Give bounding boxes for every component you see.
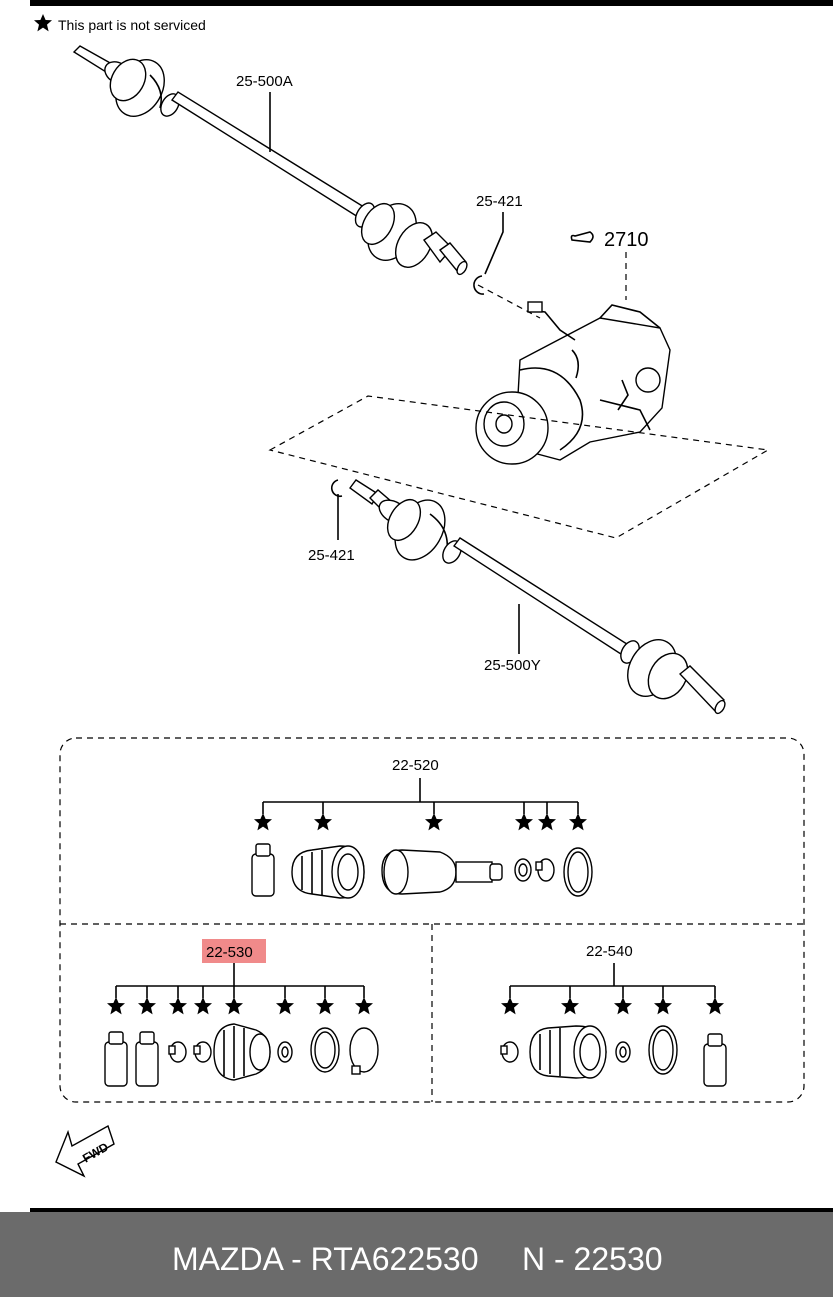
large-clamp	[349, 1027, 379, 1075]
star-icon	[355, 997, 373, 1015]
star-icon	[706, 997, 724, 1015]
footer-part-number: MAZDA - RTA622530	[172, 1241, 479, 1277]
top-border	[30, 0, 833, 6]
star-icon	[561, 997, 579, 1015]
large-clamp	[563, 847, 593, 897]
footer-top-border	[30, 1208, 833, 1212]
snap-ring	[514, 858, 532, 882]
label-clip-upper: 25-421	[476, 193, 523, 210]
label-motor-unit: 2710	[604, 229, 649, 251]
grease-tube	[251, 843, 275, 897]
drive-shaft-upper	[72, 45, 468, 276]
large-clamp	[648, 1025, 678, 1075]
star-icon	[107, 997, 125, 1015]
star-icon	[254, 813, 272, 831]
kit-22-530: 22-530	[104, 939, 379, 1087]
kit-22-540: 22-540	[500, 943, 727, 1087]
label-shaft-upper: 25-500A	[236, 73, 293, 90]
small-clamp	[500, 1041, 519, 1063]
label-kit-outer: 22-520	[392, 757, 439, 774]
small-clamp	[193, 1041, 212, 1063]
small-clamp	[535, 858, 555, 882]
star-icon	[515, 813, 533, 831]
star-icon	[225, 997, 243, 1015]
boot	[529, 1025, 607, 1079]
hand-pointer-icon	[570, 231, 594, 243]
footer-ref-number: N - 22530	[522, 1241, 663, 1277]
star-icon	[194, 997, 212, 1015]
label-clip-lower: 25-421	[308, 547, 355, 564]
star-icon	[501, 997, 519, 1015]
kits-frame	[59, 737, 805, 1103]
label-shaft-lower: 25-500Y	[484, 657, 541, 674]
footer-bar	[0, 1212, 833, 1297]
large-clamp	[310, 1027, 340, 1073]
star-icon	[654, 997, 672, 1015]
star-icon	[34, 14, 52, 32]
label-kit-inner-left: 22-530	[206, 944, 253, 961]
star-icon	[569, 813, 587, 831]
not-serviced-note: This part is not serviced	[34, 14, 206, 33]
highlight-box	[202, 939, 266, 963]
grease-tube	[104, 1031, 128, 1087]
snap-ring	[277, 1041, 293, 1063]
drive-shaft-lower	[330, 479, 726, 715]
snap-ring	[615, 1041, 631, 1063]
note-text: This part is not serviced	[58, 17, 206, 33]
label-kit-inner-right: 22-540	[586, 943, 633, 960]
fwd-arrow-icon: FWD	[55, 1124, 115, 1178]
star-icon	[276, 997, 294, 1015]
inner-joint	[381, 849, 503, 895]
boot	[291, 845, 365, 899]
kit-22-520: 22-520	[251, 757, 593, 899]
star-icon	[614, 997, 632, 1015]
star-icon	[169, 997, 187, 1015]
star-icon	[316, 997, 334, 1015]
star-icon	[314, 813, 332, 831]
grease-tube	[135, 1031, 159, 1087]
boot	[213, 1023, 271, 1081]
clip-upper	[473, 275, 485, 295]
star-icon	[538, 813, 556, 831]
small-clamp	[168, 1041, 187, 1063]
star-icon	[425, 813, 443, 831]
motor-unit	[475, 301, 671, 465]
leader-clip-upper	[484, 212, 504, 275]
grease-tube	[703, 1033, 727, 1087]
star-icon	[138, 997, 156, 1015]
